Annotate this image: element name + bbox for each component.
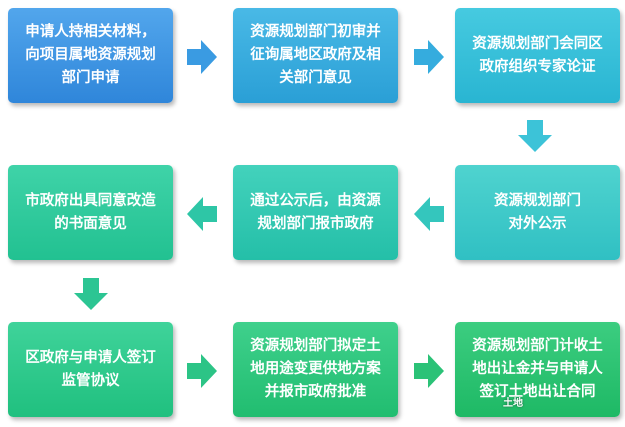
step-3-line-1: 资源规划部门会同区 <box>472 35 603 52</box>
arrow-right-icon <box>187 40 217 74</box>
step-7-line-1: 区政府与申请人签订 <box>25 349 156 366</box>
step-3-box: 资源规划部门会同区 政府组织专家论证 <box>455 8 620 103</box>
step-7-line-2: 监管协议 <box>61 372 120 389</box>
step-5-box: 通过公示后，由资源 规划部门报市政府 <box>233 165 398 260</box>
step-8-line-3: 并报市政府批准 <box>264 384 367 400</box>
step-1-box: 申请人持相关材料， 向项目属地资源规划 部门申请 <box>8 8 173 103</box>
step-9-line-2: 地出让金并与申请人 <box>472 361 603 377</box>
step-4-line-2: 对外公示 <box>508 215 567 232</box>
step-6-line-2: 的书面意见 <box>54 215 127 232</box>
step-6-box: 市政府出具同意改造 的书面意见 <box>8 165 173 260</box>
step-9-box: 资源规划部门计收土 地出让金并与申请人 签订土地出让合同 <box>455 322 620 417</box>
arrow-left-icon <box>414 197 444 231</box>
step-3-line-2: 政府组织专家论证 <box>479 58 596 75</box>
step-2-line-2: 征询属地区政府及相 <box>250 47 381 63</box>
arrow-down-icon <box>74 278 108 310</box>
step-1-line-2: 向项目属地资源规划 <box>25 47 156 63</box>
step-8-box: 资源规划部门拟定土 地用途变更供地方案 并报市政府批准 <box>233 322 398 417</box>
step-2-box: 资源规划部门初审并 征询属地区政府及相 关部门意见 <box>233 8 398 103</box>
arrow-left-icon <box>187 197 217 231</box>
arrow-down-icon <box>518 120 552 152</box>
step-8-line-1: 资源规划部门拟定土 <box>250 338 381 354</box>
arrow-right-icon <box>414 40 444 74</box>
step-9-line-3: 签订土地出让合同 <box>479 384 596 400</box>
step-8-line-2: 地用途变更供地方案 <box>250 361 381 377</box>
step-2-line-3: 关部门意见 <box>279 70 352 86</box>
arrow-right-icon <box>414 354 444 388</box>
step-4-line-1: 资源规划部门 <box>494 192 581 209</box>
watermark-text: 土地 <box>503 398 523 409</box>
step-5-line-2: 规划部门报市政府 <box>257 215 374 232</box>
step-1-line-1: 申请人持相关材料， <box>25 24 156 40</box>
step-2-line-1: 资源规划部门初审并 <box>250 24 381 40</box>
step-6-line-1: 市政府出具同意改造 <box>25 192 156 209</box>
step-4-box: 资源规划部门 对外公示 <box>455 165 620 260</box>
step-9-line-1: 资源规划部门计收土 <box>472 338 603 354</box>
step-1-line-3: 部门申请 <box>61 70 120 86</box>
step-5-line-1: 通过公示后，由资源 <box>250 192 381 209</box>
arrow-right-icon <box>187 354 217 388</box>
step-7-box: 区政府与申请人签订 监管协议 <box>8 322 173 417</box>
